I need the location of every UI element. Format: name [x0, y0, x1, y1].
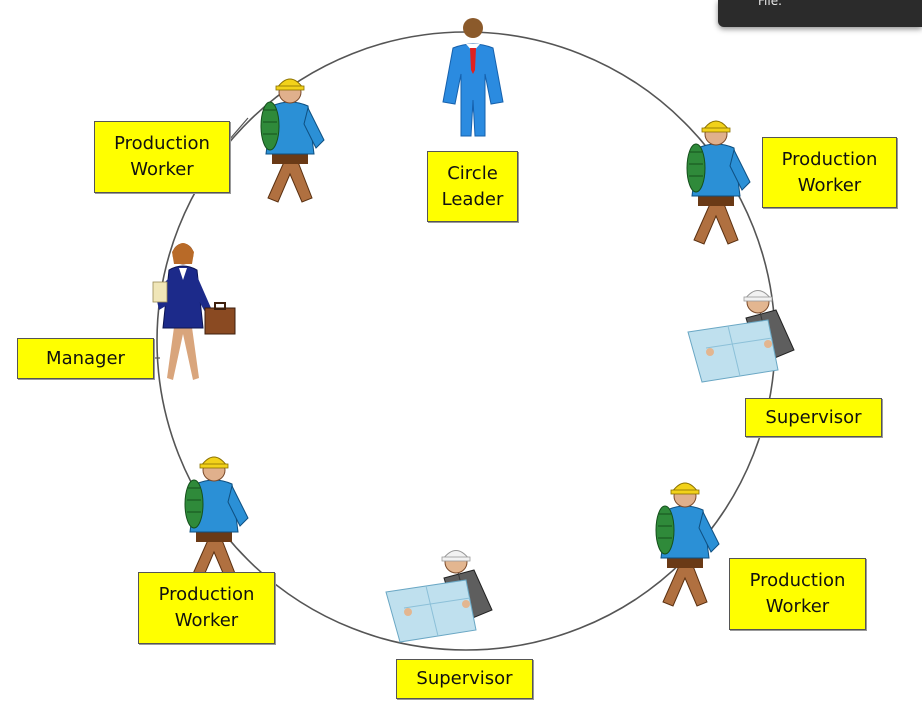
notification-toast[interactable]	[718, 0, 922, 27]
label-production-worker-top-left: Production Worker	[94, 121, 230, 193]
label-production-worker-bottom-left: Production Worker	[138, 572, 275, 644]
label-circle-leader: Circle Leader	[427, 151, 518, 222]
leader-figure-icon	[442, 18, 504, 137]
connector-line	[228, 117, 249, 141]
label-manager: Manager	[17, 338, 154, 379]
supervisor-icon	[385, 550, 493, 643]
supervisor-icon	[687, 290, 795, 383]
label-production-worker-top-right: Production Worker	[762, 137, 897, 208]
production-worker-icon	[260, 78, 325, 203]
production-worker-icon	[184, 456, 249, 581]
production-worker-icon	[686, 120, 751, 245]
label-supervisor-right: Supervisor	[745, 398, 882, 437]
label-supervisor-bottom: Supervisor	[396, 659, 533, 699]
notification-toast-text: File.	[758, 0, 782, 8]
manager-icon	[152, 243, 236, 380]
label-production-worker-bottom-right: Production Worker	[729, 558, 866, 630]
production-worker-icon	[655, 482, 720, 607]
